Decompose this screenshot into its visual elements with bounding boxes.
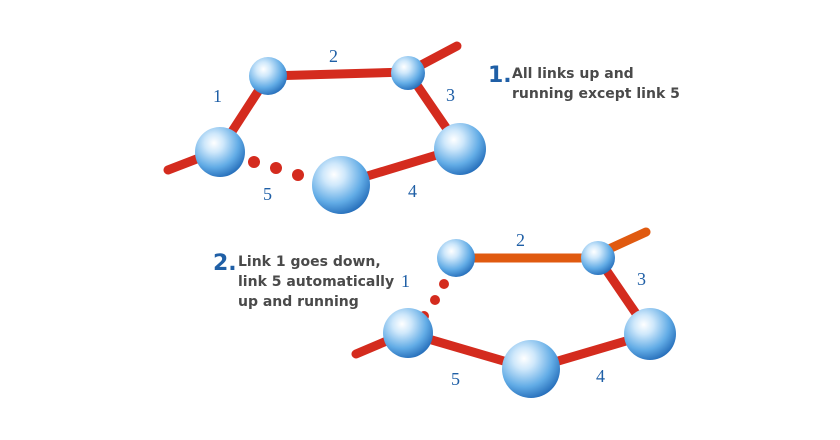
ring1-link-3-label: 3 — [446, 85, 455, 105]
ring2-link-1-label: 1 — [401, 271, 410, 291]
step-1-caption: 1. All links up and running except link … — [488, 64, 680, 104]
ring1-link-4-label: 4 — [408, 181, 417, 201]
ring2-node-b — [437, 239, 475, 277]
ring1-node-b — [249, 57, 287, 95]
ring2-link-1-dot — [430, 295, 440, 305]
ring1-node-d — [434, 123, 486, 175]
ring2-link-1-dot — [439, 279, 449, 289]
ring2-node-c — [581, 241, 615, 275]
ring1-node-a — [195, 127, 245, 177]
ring1-link-5-label: 5 — [263, 184, 272, 204]
ring1-node-c — [391, 56, 425, 90]
ring2-node-e — [502, 340, 560, 398]
ring1-link-1-label: 1 — [213, 86, 222, 106]
step-1-text: All links up and running except link 5 — [512, 66, 680, 102]
ring2-link-3-label: 3 — [637, 269, 646, 289]
ring2-link-5-label: 5 — [451, 369, 460, 389]
ring2-node-d — [624, 308, 676, 360]
ring2-node-a — [383, 308, 433, 358]
step-2-caption: 2. Link 1 goes down, link 5 automaticall… — [213, 252, 394, 312]
ring1-link-5-dot — [248, 156, 260, 168]
ring2-link-2-label: 2 — [516, 230, 525, 250]
ring1-node-e — [312, 156, 370, 214]
ring1-link-5-dot — [292, 169, 304, 181]
ring1-link-2-label: 2 — [329, 46, 338, 66]
ring1-link-2 — [263, 67, 413, 81]
ring2-link-4-label: 4 — [596, 366, 605, 386]
step-2-number: 2. — [213, 251, 237, 276]
ring-2: 1 2 3 4 5 — [351, 227, 676, 398]
step-1-number: 1. — [488, 63, 512, 88]
ring1-link-5-dot — [270, 162, 282, 174]
step-2-text: Link 1 goes down, link 5 automatically u… — [238, 254, 395, 310]
ring-1: 1 2 3 4 5 — [163, 41, 486, 214]
